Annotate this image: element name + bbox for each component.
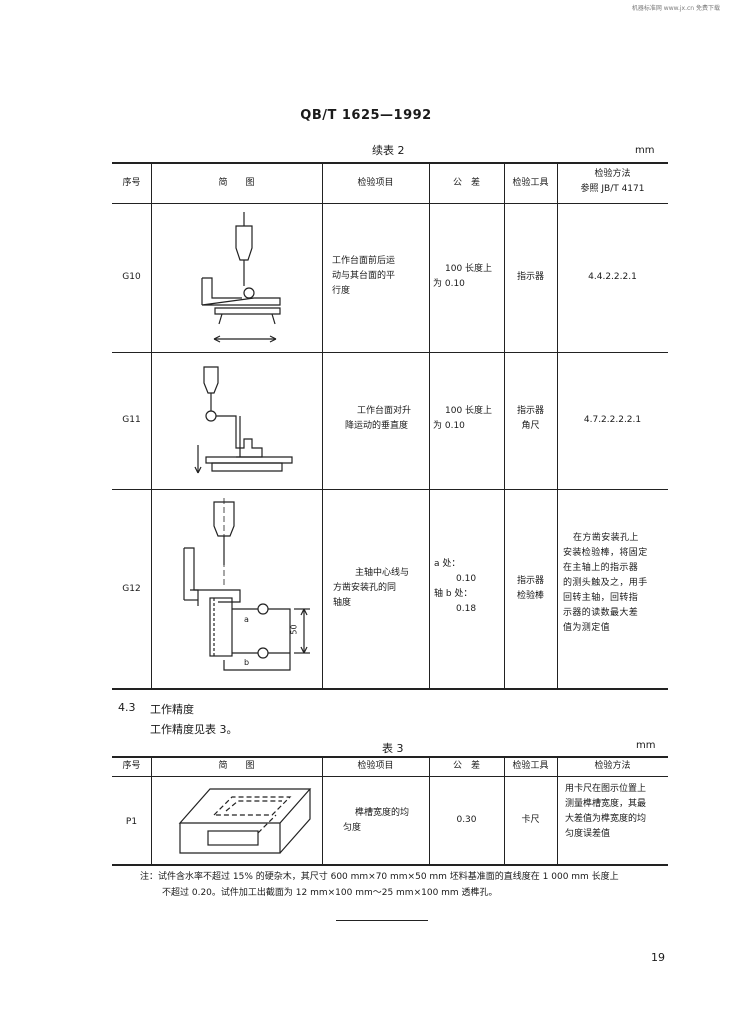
row-tool: 指示器检验棒 — [516, 576, 544, 601]
page-number: 19 — [651, 951, 665, 964]
note-line-1: 注：试件含水率不超过 15% 的硬杂木，其尺寸 600 mm×70 mm×50 … — [140, 872, 619, 882]
table3-caption: 表 3 — [382, 742, 404, 755]
row-tool: 指示器 — [516, 272, 544, 282]
table3-unit: mm — [636, 740, 656, 751]
table3-note: 注：试件含水率不超过 15% 的硬杂木，其尺寸 600 mm×70 mm×50 … — [140, 869, 700, 901]
header-tolerance: 公 差 — [452, 761, 480, 771]
g12-label-b: b — [244, 658, 250, 667]
section-text: 工作精度见表 3。 — [150, 723, 238, 736]
row-no: G10 — [122, 272, 141, 282]
row-no: G12 — [122, 584, 141, 594]
table2-caption: 续表 2 — [372, 144, 405, 157]
row-tool: 卡尺 — [521, 815, 540, 825]
header-diagram: 简 图 — [218, 761, 255, 771]
section-title: 工作精度 — [150, 703, 194, 716]
row-item: 主轴中心线与方凿安装孔的同轴度 — [333, 568, 410, 608]
header-method-line1: 检验方法 — [594, 169, 631, 179]
watermark-text: 机器标准网 www.jx.cn 免费下载 — [631, 5, 720, 12]
g12-label-a: a — [244, 615, 249, 624]
g12-diagram — [183, 498, 310, 671]
row-item: 榫槽宽度的均匀度 — [343, 808, 410, 833]
row-method: 4.4.2.2.2.1 — [588, 272, 637, 282]
footer-rule — [336, 920, 428, 921]
header-diagram: 简 图 — [218, 178, 255, 188]
header-item: 检验项目 — [357, 761, 394, 771]
row-tool: 指示器角尺 — [516, 406, 544, 431]
row-tolerance: 100 长度上为 0.10 — [433, 264, 493, 289]
p1-diagram — [178, 788, 312, 854]
g12-dimension: 50 — [289, 624, 299, 635]
header-method: 检验方法 参照 JB/T 4171 — [557, 167, 668, 197]
row-no: G11 — [122, 415, 141, 425]
table2-unit: mm — [635, 145, 655, 156]
header-no: 序号 — [122, 178, 141, 188]
header-item: 检验项目 — [357, 178, 394, 188]
row-item: 工作台面前后运动与其台面的平行度 — [332, 256, 396, 296]
row-method: 4.7.2.2.2.2.1 — [583, 415, 642, 425]
header-tool: 检验工具 — [512, 761, 549, 771]
row-method: 在方凿安装孔上 安装检验棒，将固定 在主轴上的指示器 的测头触及之，用手 回转主… — [563, 533, 648, 633]
row-tolerance: 100 长度上为 0.10 — [433, 406, 493, 431]
row-item: 工作台面对升降运动的垂直度 — [345, 406, 412, 431]
header-tool: 检验工具 — [512, 178, 549, 188]
note-line-2: 不超过 0.20。试件加工出截面为 12 mm×100 mm～25 mm×100… — [162, 888, 498, 898]
row-method: 用卡尺在图示位置上 测量榫槽宽度，其最 大差值为榫宽度的均 匀度误差值 — [565, 784, 647, 839]
section-number: 4.3 — [118, 701, 136, 714]
g11-diagram — [194, 366, 293, 474]
header-tolerance: 公 差 — [452, 178, 480, 188]
g10-diagram — [201, 212, 281, 343]
header-method-line2: 参照 JB/T 4171 — [580, 184, 645, 194]
standard-code: QB/T 1625—1992 — [300, 108, 432, 123]
header-no: 序号 — [122, 761, 141, 771]
header-method: 检验方法 — [594, 761, 631, 771]
row-no: P1 — [125, 817, 138, 827]
row-tolerance: a 处： 0.10 轴 b 处： 0.18 — [434, 559, 477, 614]
row-tolerance: 0.30 — [456, 815, 477, 825]
